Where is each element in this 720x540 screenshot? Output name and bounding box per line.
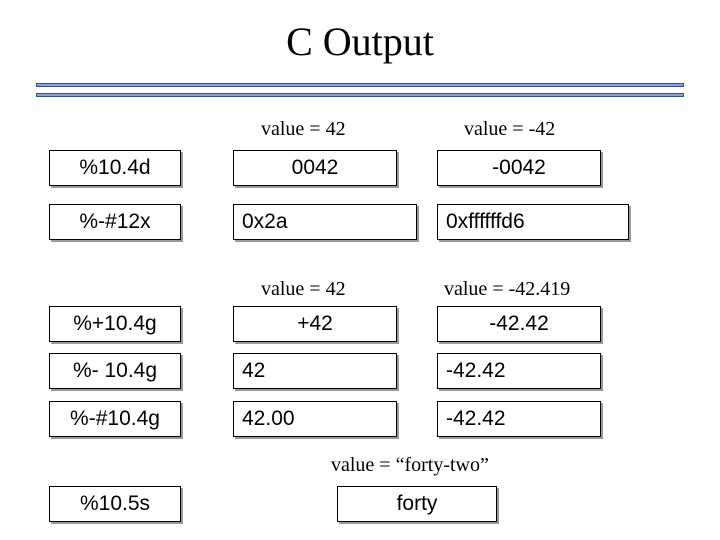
caption-float-negative: value = -42.419 — [444, 278, 571, 300]
output-value: -0042 — [437, 150, 601, 186]
output-value: -42.42 — [437, 306, 601, 342]
title-divider-bottom — [36, 93, 684, 97]
output-value: 42 — [233, 353, 397, 389]
format-specifier: %10.4d — [49, 150, 181, 186]
output-value: 0xffffffd6 — [437, 204, 629, 240]
output-value: 0x2a — [233, 204, 417, 240]
format-specifier: %-#10.4g — [49, 401, 181, 437]
output-value: 42.00 — [233, 401, 397, 437]
output-value: -42.42 — [437, 353, 601, 389]
caption-int-negative: value = -42 — [464, 118, 556, 140]
output-value: -42.42 — [437, 401, 601, 437]
caption-float-positive: value = 42 — [261, 278, 346, 300]
slide-title: C Output — [286, 19, 434, 64]
caption-int-positive: value = 42 — [261, 118, 346, 140]
output-value: 0042 — [233, 150, 397, 186]
format-specifier: %-#12x — [49, 204, 181, 240]
caption-string: value = “forty-two” — [331, 454, 489, 476]
format-specifier: %- 10.4g — [49, 353, 181, 389]
format-specifier: %10.5s — [49, 486, 181, 522]
title-divider-top — [36, 83, 684, 87]
format-specifier: %+10.4g — [49, 306, 181, 342]
output-value: forty — [337, 486, 497, 522]
output-value: +42 — [233, 306, 397, 342]
